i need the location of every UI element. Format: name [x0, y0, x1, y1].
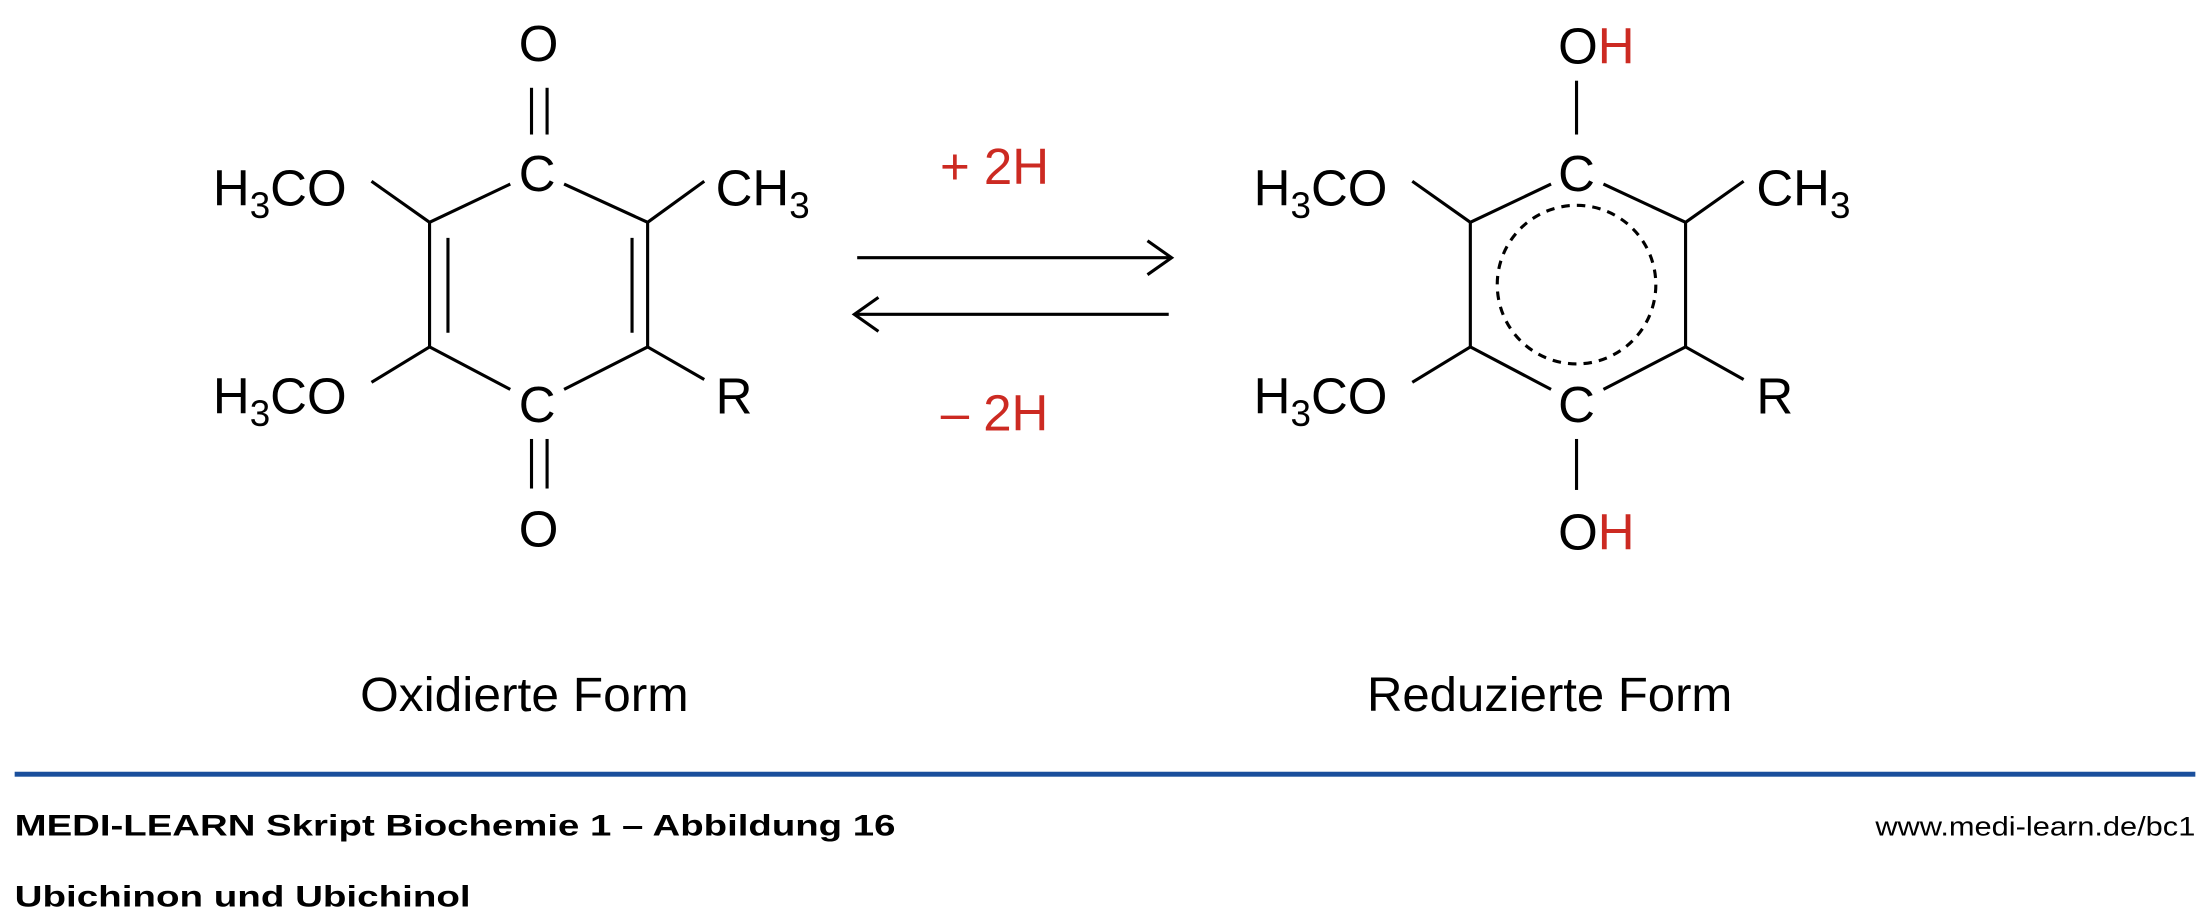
source-url-link[interactable]: www.medi-learn.de/bc1 — [1874, 811, 2195, 841]
substituent-bond — [646, 345, 706, 381]
substituent-bond — [1411, 179, 1472, 224]
ring-bond — [563, 182, 649, 224]
ring-bond — [1469, 345, 1552, 391]
substituent-bond — [1684, 179, 1745, 224]
methyl-group: CH3 — [716, 159, 810, 226]
backward-label: – 2H — [941, 384, 1049, 441]
substituent-bond — [370, 345, 431, 384]
ubiquinone-structure: O C C O H3CO H3CO CH3 R — [213, 15, 810, 558]
r-group: R — [1756, 367, 1793, 424]
methoxy-group-top: H3CO — [213, 159, 347, 226]
figure-title: Ubichinon und Ubichinol — [15, 880, 471, 913]
ubiquinol-structure: OH C C OH H3CO H3CO CH3 R — [1254, 18, 1851, 561]
aromatic-ring-circle — [1495, 203, 1658, 366]
methyl-group: CH3 — [1756, 159, 1850, 226]
equilibrium-arrows: + 2H – 2H — [851, 138, 1175, 441]
forward-arrow-head-icon — [1146, 239, 1175, 276]
substituent-bond — [1684, 345, 1745, 381]
figure-source: MEDI-LEARN Skript Biochemie 1 – Abbildun… — [15, 809, 896, 842]
reduced-caption: Reduzierte Form — [1367, 668, 1732, 722]
ring-bond — [428, 182, 511, 224]
ring-bond — [563, 345, 649, 391]
methoxy-group-top: H3CO — [1254, 159, 1388, 226]
oxidized-caption: Oxidierte Form — [360, 668, 689, 722]
oxygen-top: O — [519, 15, 559, 72]
ring-bond — [1602, 182, 1687, 224]
substituent-bond — [646, 179, 706, 224]
ring-bond — [428, 345, 511, 391]
forward-label: + 2H — [940, 138, 1049, 195]
substituent-bond — [1411, 345, 1472, 384]
methoxy-group-bottom: H3CO — [213, 367, 347, 434]
substituent-bond — [370, 179, 431, 224]
divider-rule — [14, 771, 2196, 777]
hydroxyl-bottom: OH — [1558, 503, 1634, 560]
ring-bond — [1602, 345, 1687, 391]
backward-arrow-head-icon — [851, 296, 880, 333]
r-group: R — [716, 367, 753, 424]
methoxy-group-bottom: H3CO — [1254, 367, 1388, 434]
carbon-top: C — [519, 145, 556, 202]
hydroxyl-top: OH — [1558, 18, 1634, 75]
carbon-bottom: C — [1558, 376, 1595, 433]
oxygen-bottom: O — [519, 501, 559, 558]
carbon-bottom: C — [519, 376, 556, 433]
ring-bond — [1469, 182, 1552, 224]
carbon-top: C — [1558, 145, 1595, 202]
